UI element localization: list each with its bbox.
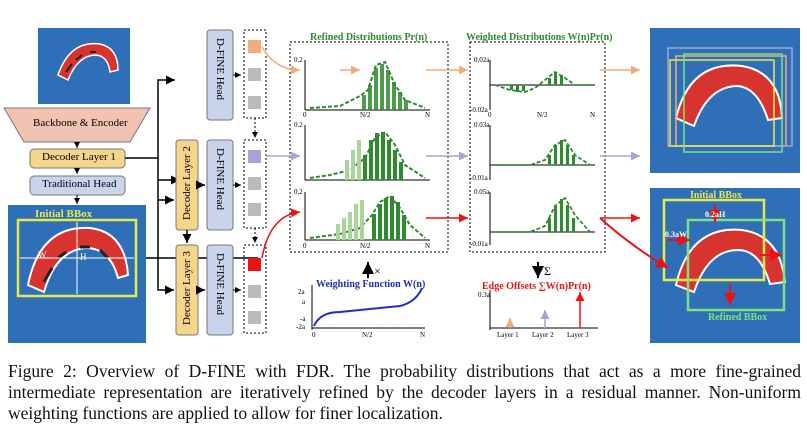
h-offset-label: 0.2aH [705,210,726,219]
dfine-head-2-label: D-FINE Head [214,148,226,211]
weighted-ybot-1: -0.02a [470,106,488,114]
edge-y-tick: 0.3a [478,291,490,299]
dfine-head-3-label: D-FINE Head [214,253,226,316]
refined-plot-2 [304,125,430,181]
weighted-ytop-2: 0.03a [474,121,490,129]
refined-y-1: 0.2 [294,56,303,64]
refined-x-n: N [425,111,431,119]
weighted-plot-3 [489,192,595,245]
w-offset-label: 0.3aW [665,230,687,239]
distribution-tokens [243,29,267,334]
figure-caption: Figure 2: Overview of D-FINE with FDR. T… [8,361,801,423]
refined-x3-0: 0 [303,242,307,250]
backbone-encoder-block [3,107,151,143]
initial-bbox-title: Initial BBox [35,208,93,220]
refined-y-2: 0.2 [294,121,303,129]
edge-offsets-plot [489,290,598,330]
initial-bbox-image [8,205,146,343]
weighted-distributions-frame [469,41,606,253]
backbone-label: Backbone & Encoder [33,117,128,129]
edge-layer-1: Layer 1 [497,331,519,339]
refined-x3-n: N [425,242,431,250]
traditional-head-label: Traditional Head [42,178,117,190]
multiply-symbol: × [374,264,381,278]
decoder-layer-2-label: Decoder Layer 2 [181,146,193,220]
refined-plot-1 [304,60,430,111]
refined-x-0: 0 [303,111,307,119]
output-bbox-image [650,188,800,343]
h-label: H [80,252,87,262]
weight-y-neg-2a: -2a [296,323,305,331]
decoder-layer-1-label: Decoder Layer 1 [42,151,116,163]
weighted-ybot-2: -0.01a [470,174,488,182]
output-refined-image [650,28,800,173]
edge-layer-2: Layer 2 [532,331,554,339]
weighted-ytop-1: 0.02a [474,56,490,64]
weighted-plot-2 [489,125,595,180]
weight-x-0: 0 [312,331,316,339]
weight-x-mid: N/2 [362,331,373,339]
edge-layer-3: Layer 3 [567,331,589,339]
output-initial-bbox-label: Initial BBox [690,190,742,201]
weighting-function-plot [311,285,425,330]
architecture-diagram [3,28,800,343]
input-image [38,28,130,104]
weighted-ybot-3: -0.01a [470,240,488,248]
weighted-ytop-3: 0.05a [474,188,490,196]
weight-y-a: a [302,298,306,306]
edge-offsets-title: Edge Offsets ∑W(n)Pr(n) [482,281,591,292]
weighted-x-mid: N/2 [537,111,548,119]
refined-x-mid: N/2 [360,111,371,119]
weighted-plot-1 [489,60,595,110]
refined-plot-3 [304,192,430,241]
w-label: W [38,250,47,260]
dfine-head-1-label: D-FINE Head [214,38,226,101]
weight-y-neg-a: -a [300,315,306,323]
weighted-x-n: N [590,111,596,119]
weight-y-2a: 2a [298,288,305,296]
weighted-panel-title: Weighted Distributions W(n)Pr(n) [466,32,613,43]
weighted-x-0: 0 [488,111,492,119]
decoder-layer-3-label: Decoder Layer 3 [181,251,193,325]
weight-x-n: N [420,331,426,339]
refined-x3-mid: N/2 [360,242,371,250]
refined-panel-title: Refined Distributions Pr(n) [310,32,428,43]
weighting-function-title: Weighting Function W(n) [316,279,426,290]
refined-bbox-label: Refined BBox [708,312,768,323]
sum-symbol: Σ [544,264,551,278]
refined-y-3: 0.2 [294,188,303,196]
